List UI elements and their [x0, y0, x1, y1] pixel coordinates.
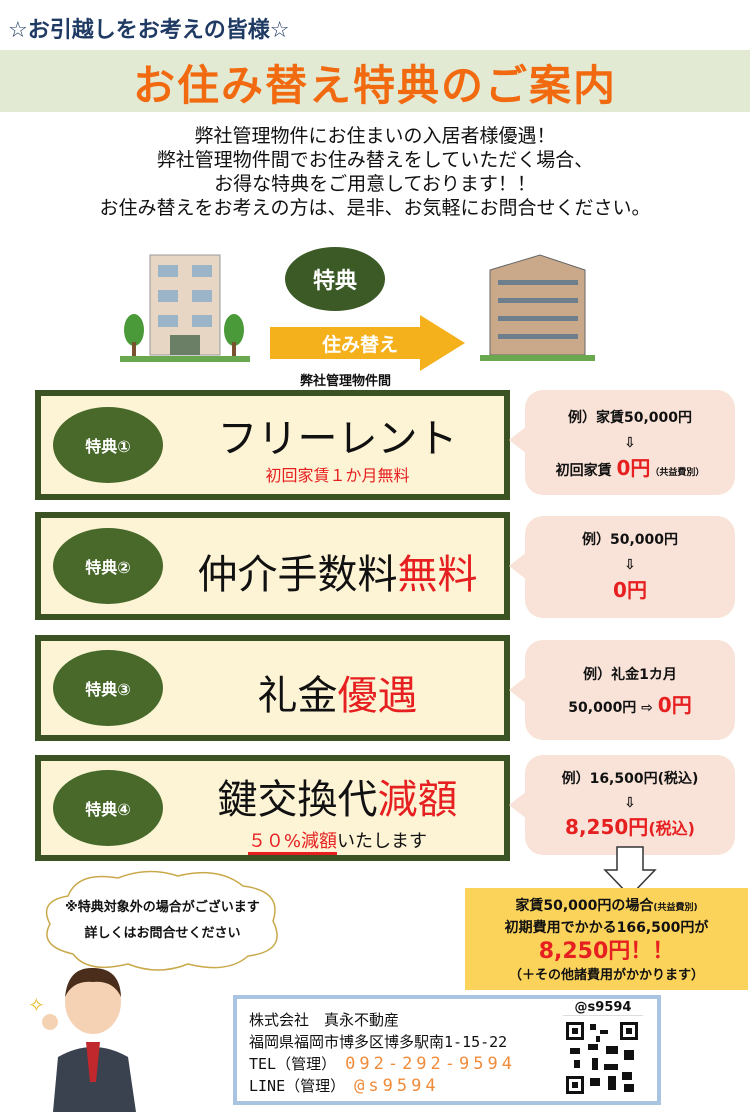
example-value: 0円: [613, 578, 647, 602]
building-left-illustration: [120, 254, 250, 362]
benefit-title-highlight: 無料: [397, 552, 478, 598]
intro-line: お住み替えをお考えの方は、是非、お気軽にお問合せください。: [99, 197, 651, 219]
example-note: （共益費別）: [650, 468, 705, 478]
building-right-illustration: [480, 254, 595, 361]
svg-text:✧: ✧: [28, 993, 45, 1017]
line-id[interactable]: @s9594: [354, 1076, 440, 1096]
down-arrow-icon: ⇩: [624, 435, 636, 451]
page-title: お住み替え特典のご案内: [132, 61, 617, 110]
intro-line: お得な特典をご用意しております！！: [214, 173, 536, 195]
example-bubble-1: 例）家賃50,000円 ⇩ 初回家賃 0円（共益費別）: [509, 390, 735, 495]
benefit-subtitle: 初回家賃１か月無料: [265, 466, 410, 485]
company-name: 株式会社 真永不動産: [249, 1011, 400, 1029]
businessman-illustration: ✧: [28, 967, 136, 1112]
example-text: 例）16,500円(税込): [561, 771, 699, 787]
title-band: [0, 50, 750, 112]
summary-line: 初期費用でかかる166,500円が: [504, 920, 709, 936]
intro-line: 弊社管理物件にお住まいの入居者様優遇！: [194, 125, 556, 147]
benefit-title: 礼金: [257, 673, 338, 719]
benefit-oval: 特典: [285, 247, 385, 311]
cloud-note: ※特典対象外の場合がございます 詳しくはお問合せください: [55, 895, 270, 947]
benefit-badge: 特典②: [53, 528, 163, 604]
benefit-badge: 特典④: [53, 770, 163, 846]
benefit-card-1: 特典① フリーレント 初回家賃１か月無料: [35, 390, 510, 500]
down-arrow-icon: ⇩: [624, 795, 636, 811]
benefit-card-3: 特典③ 礼金優遇: [35, 635, 510, 741]
example-text: 例）礼金1カ月: [583, 667, 677, 683]
tel-label: TEL（管理）: [249, 1055, 337, 1073]
pretitle: ☆お引越しをお考えの皆様☆: [8, 18, 290, 43]
example-bubble-2: 例）50,000円 ⇩ 0円: [509, 516, 735, 618]
diagram-caption: 弊社管理物件間: [300, 374, 392, 389]
benefit-title-highlight: 減額: [377, 777, 458, 823]
example-label: 50,000円 ⇨: [568, 700, 653, 716]
example-bubble-4: 例）16,500円(税込) ⇩ 8,250円(税込): [509, 755, 735, 855]
qr-label: @s9594: [563, 1000, 643, 1016]
example-text: 例）家賃50,000円: [567, 410, 693, 426]
example-value: 0円: [616, 456, 651, 480]
summary-footnote: （＋その他諸費用がかかります）: [508, 968, 704, 983]
contact-box: 株式会社 真永不動産 福岡県福岡市博多区博多駅南1-15-22 TEL（管理） …: [233, 995, 661, 1105]
line-label: LINE（管理）: [249, 1077, 346, 1095]
summary-box: 家賃50,000円の場合(共益費別) 初期費用でかかる166,500円が 8,2…: [465, 888, 748, 990]
example-value: 0円: [657, 693, 692, 717]
benefit-badge: 特典③: [53, 650, 163, 726]
benefit-title-highlight: 優遇: [337, 673, 418, 719]
intro-text: 弊社管理物件にお住まいの入居者様優遇！ 弊社管理物件間でお住み替えをしていただく…: [0, 124, 750, 220]
example-note: (税込): [648, 819, 695, 838]
example-text: 例）50,000円: [581, 532, 679, 548]
summary-amount: 8,250円！！: [538, 939, 675, 964]
down-arrow-outline-icon: [603, 846, 657, 898]
benefit-card-2: 特典② 仲介手数料無料: [35, 512, 510, 620]
cloud-line: ※特典対象外の場合がございます: [65, 900, 260, 915]
benefit-title: 仲介手数料: [197, 552, 398, 598]
benefit-badge: 特典①: [53, 407, 163, 483]
example-label: 初回家賃: [555, 463, 612, 479]
company-address: 福岡県福岡市博多区博多駅南1-15-22: [249, 1033, 508, 1051]
cloud-line: 詳しくはお問合せください: [84, 926, 241, 941]
benefit-subtitle-highlight: ５０%減額: [247, 831, 338, 855]
down-arrow-icon: ⇩: [624, 557, 636, 573]
benefit-card-4: 特典④ 鍵交換代減額 ５０%減額いたします: [35, 755, 510, 861]
benefit-title: フリーレント: [217, 416, 458, 462]
summary-line: 家賃50,000円の場合: [515, 898, 654, 914]
cloud-shape: [45, 870, 278, 971]
tel-number[interactable]: 092-292-9594: [345, 1054, 516, 1074]
benefit-subtitle: いたします: [337, 831, 428, 852]
arrow-label: 住み替え: [321, 334, 398, 356]
qr-code[interactable]: [566, 1022, 638, 1094]
example-bubble-3: 例）礼金1カ月 50,000円 ⇨ 0円: [509, 640, 735, 740]
intro-line: 弊社管理物件間でお住み替えをしていただく場合、: [156, 149, 594, 171]
arrow-right-icon: [270, 315, 465, 371]
benefit-title: 鍵交換代: [217, 777, 378, 823]
summary-note: (共益費別): [653, 903, 698, 913]
example-value: 8,250円: [565, 815, 649, 839]
